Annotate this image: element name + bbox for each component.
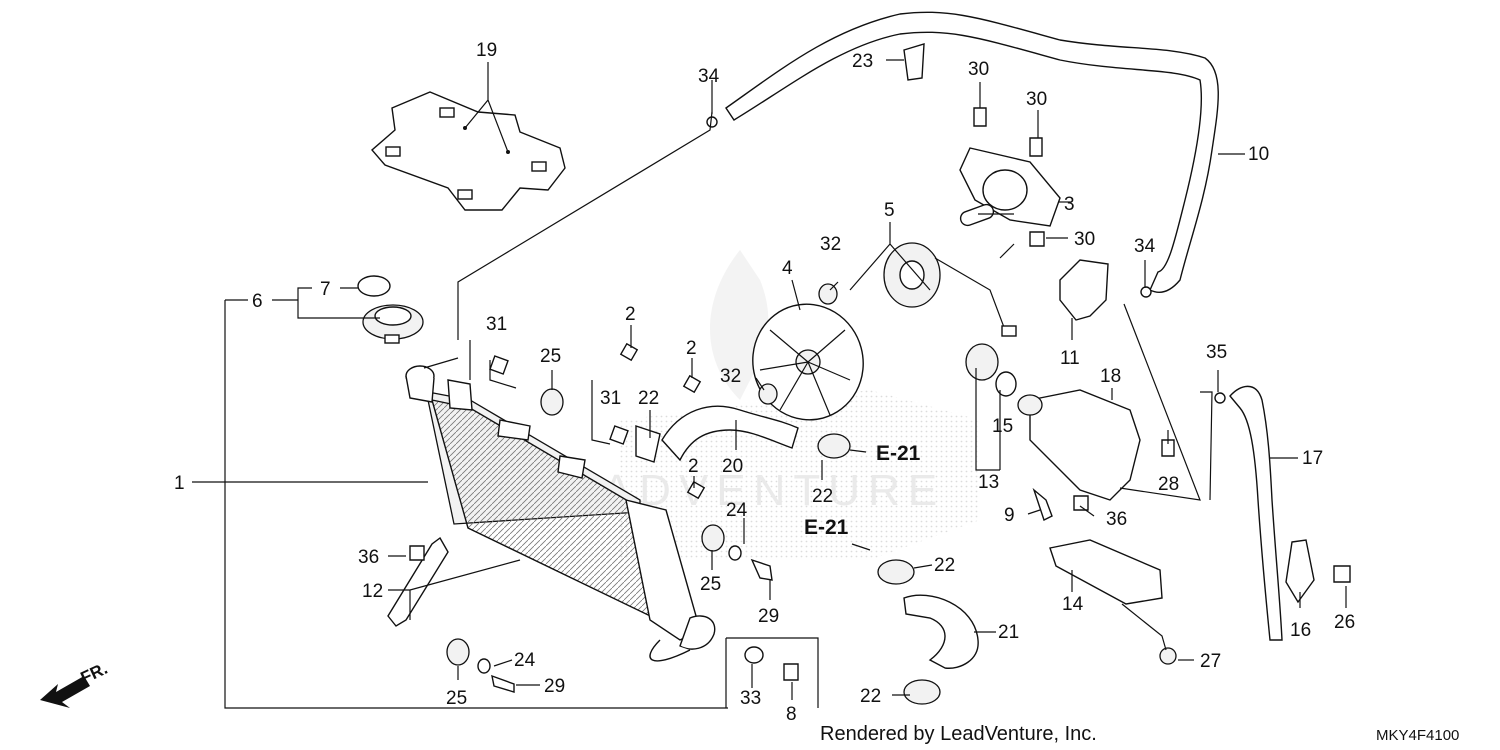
label-part-10: 10 <box>1248 144 1269 165</box>
label-part-34: 34 <box>698 66 720 87</box>
label-part-22: 22 <box>860 686 881 707</box>
label-part-32: 32 <box>720 366 741 387</box>
part-hose-clip[interactable] <box>903 43 925 81</box>
label-part-21: 21 <box>998 622 1019 643</box>
part-labels: 1 2 2 2 3 4 5 6 7 8 9 10 11 12 13 14 15 … <box>174 40 1355 725</box>
label-part-27: 27 <box>1200 651 1221 672</box>
label-part-3: 3 <box>1064 194 1075 215</box>
label-part-26: 26 <box>1334 612 1355 633</box>
label-part-2: 2 <box>686 338 697 359</box>
label-part-9: 9 <box>1004 505 1015 526</box>
label-part-31: 31 <box>486 314 507 335</box>
part-nut[interactable] <box>818 283 838 305</box>
label-part-25: 25 <box>540 346 561 367</box>
reference-e21[interactable]: E-21 <box>876 442 921 465</box>
label-part-28: 28 <box>1158 474 1179 495</box>
label-part-13: 13 <box>978 472 999 493</box>
label-part-30: 30 <box>968 59 989 80</box>
label-part-18: 18 <box>1100 366 1121 387</box>
part-bolt[interactable] <box>409 107 1351 681</box>
part-hose-clamp[interactable] <box>817 433 941 705</box>
part-heat-shield[interactable] <box>371 91 566 211</box>
label-part-14: 14 <box>1062 594 1084 615</box>
label-part-20: 20 <box>722 456 743 477</box>
label-part-24: 24 <box>726 500 748 521</box>
label-part-22: 22 <box>638 388 659 409</box>
credit-text: Rendered by LeadVenture, Inc. <box>820 723 1097 745</box>
part-lower-hose[interactable] <box>903 594 979 669</box>
label-part-6: 6 <box>252 291 263 312</box>
label-part-16: 16 <box>1290 620 1311 641</box>
label-part-15: 15 <box>992 416 1013 437</box>
part-siphon-hose[interactable] <box>1229 385 1283 641</box>
label-part-32: 32 <box>820 234 841 255</box>
label-part-8: 8 <box>786 704 797 725</box>
label-part-36: 36 <box>358 547 379 568</box>
label-part-17: 17 <box>1302 448 1323 469</box>
label-part-30: 30 <box>1026 89 1047 110</box>
label-part-29: 29 <box>758 606 779 627</box>
label-part-35: 35 <box>1206 342 1227 363</box>
label-part-31: 31 <box>600 388 621 409</box>
part-o-ring[interactable] <box>965 343 1017 397</box>
diagram-code: MKY4F4100 <box>1376 727 1459 744</box>
part-overflow-hose[interactable] <box>725 11 1219 293</box>
label-part-5: 5 <box>884 200 895 221</box>
label-part-22: 22 <box>812 486 833 507</box>
part-clip[interactable] <box>489 342 706 500</box>
label-part-23: 23 <box>852 51 873 72</box>
part-upper-hose[interactable] <box>661 405 799 462</box>
label-part-19: 19 <box>476 40 497 61</box>
label-part-34: 34 <box>1134 236 1156 257</box>
part-pump-housing[interactable] <box>1029 389 1141 501</box>
part-fan[interactable] <box>740 292 876 433</box>
label-part-12: 12 <box>362 581 383 602</box>
label-part-24: 24 <box>514 650 536 671</box>
part-radiator[interactable] <box>405 357 716 662</box>
label-part-4: 4 <box>782 258 793 279</box>
leader-lines <box>192 59 1347 709</box>
label-part-22: 22 <box>934 555 955 576</box>
label-part-33: 33 <box>740 688 761 709</box>
part-cover[interactable] <box>1059 259 1109 321</box>
label-part-29: 29 <box>544 676 565 697</box>
label-part-2: 2 <box>688 456 699 477</box>
label-part-11: 11 <box>1060 348 1080 369</box>
part-fitting[interactable] <box>1032 487 1053 521</box>
front-direction-arrow: FR. <box>40 659 111 708</box>
part-hose-bracket[interactable] <box>1285 539 1315 604</box>
reference-e21[interactable]: E-21 <box>804 516 849 539</box>
part-radiator-bracket[interactable] <box>387 536 449 627</box>
label-part-30: 30 <box>1074 229 1095 250</box>
part-washer[interactable] <box>744 646 764 664</box>
label-part-7: 7 <box>320 279 331 300</box>
label-part-25: 25 <box>700 574 721 595</box>
label-part-2: 2 <box>625 304 636 325</box>
part-cap-seal[interactable] <box>357 275 391 297</box>
part-radiator-cap[interactable] <box>362 304 424 344</box>
part-fan-motor[interactable] <box>883 242 1017 337</box>
label-part-25: 25 <box>446 688 467 709</box>
part-side-cover[interactable] <box>1049 539 1163 605</box>
label-part-1: 1 <box>174 473 185 494</box>
part-grommet[interactable] <box>446 388 773 693</box>
label-part-36: 36 <box>1106 509 1127 530</box>
